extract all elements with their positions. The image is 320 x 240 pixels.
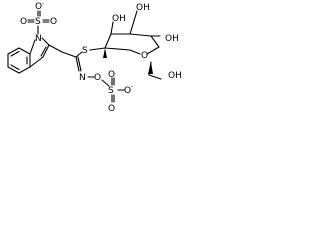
sulfate-oxygen-bottom: O (108, 104, 115, 114)
side-chain: S N O S O O O - (48, 44, 133, 114)
chemical-structure: N S O - O O S N O S O O O - (7, 0, 182, 114)
sulfate-oxygen-right: O (124, 86, 131, 96)
hydroxyl-groups: OH OH OH OH (110, 3, 182, 81)
indole-sulfur: S (35, 17, 41, 27)
hydroxymethyl: OH (168, 71, 182, 81)
sugar-ring: O (89, 33, 160, 61)
n-oxygen: O (94, 73, 101, 83)
indole-so3-charge: - (42, 0, 44, 7)
hydroxyl-4: OH (165, 34, 179, 44)
indole-so3-oxygen-right: O (50, 17, 57, 27)
indole-sulfonate: N S O - O O (20, 0, 57, 44)
sulfate-sulfur: S (108, 86, 114, 96)
indole-so3-oxygen-top: O (35, 2, 42, 12)
sulfate-oxygen-top: O (108, 70, 115, 80)
pyrrole-ring (29, 37, 50, 68)
hydroxyl-2: OH (112, 14, 126, 24)
thio-sulfur: S (82, 46, 88, 56)
imine-nitrogen: N (79, 73, 86, 83)
stereo-wedges (103, 48, 153, 74)
indole-so3-oxygen-left: O (20, 17, 27, 27)
hydroxyl-3: OH (136, 3, 150, 13)
ring-oxygen: O (141, 51, 148, 61)
sulfate-charge: - (131, 83, 133, 90)
benzene-ring (7, 47, 31, 74)
indole-nitrogen: N (35, 34, 42, 44)
